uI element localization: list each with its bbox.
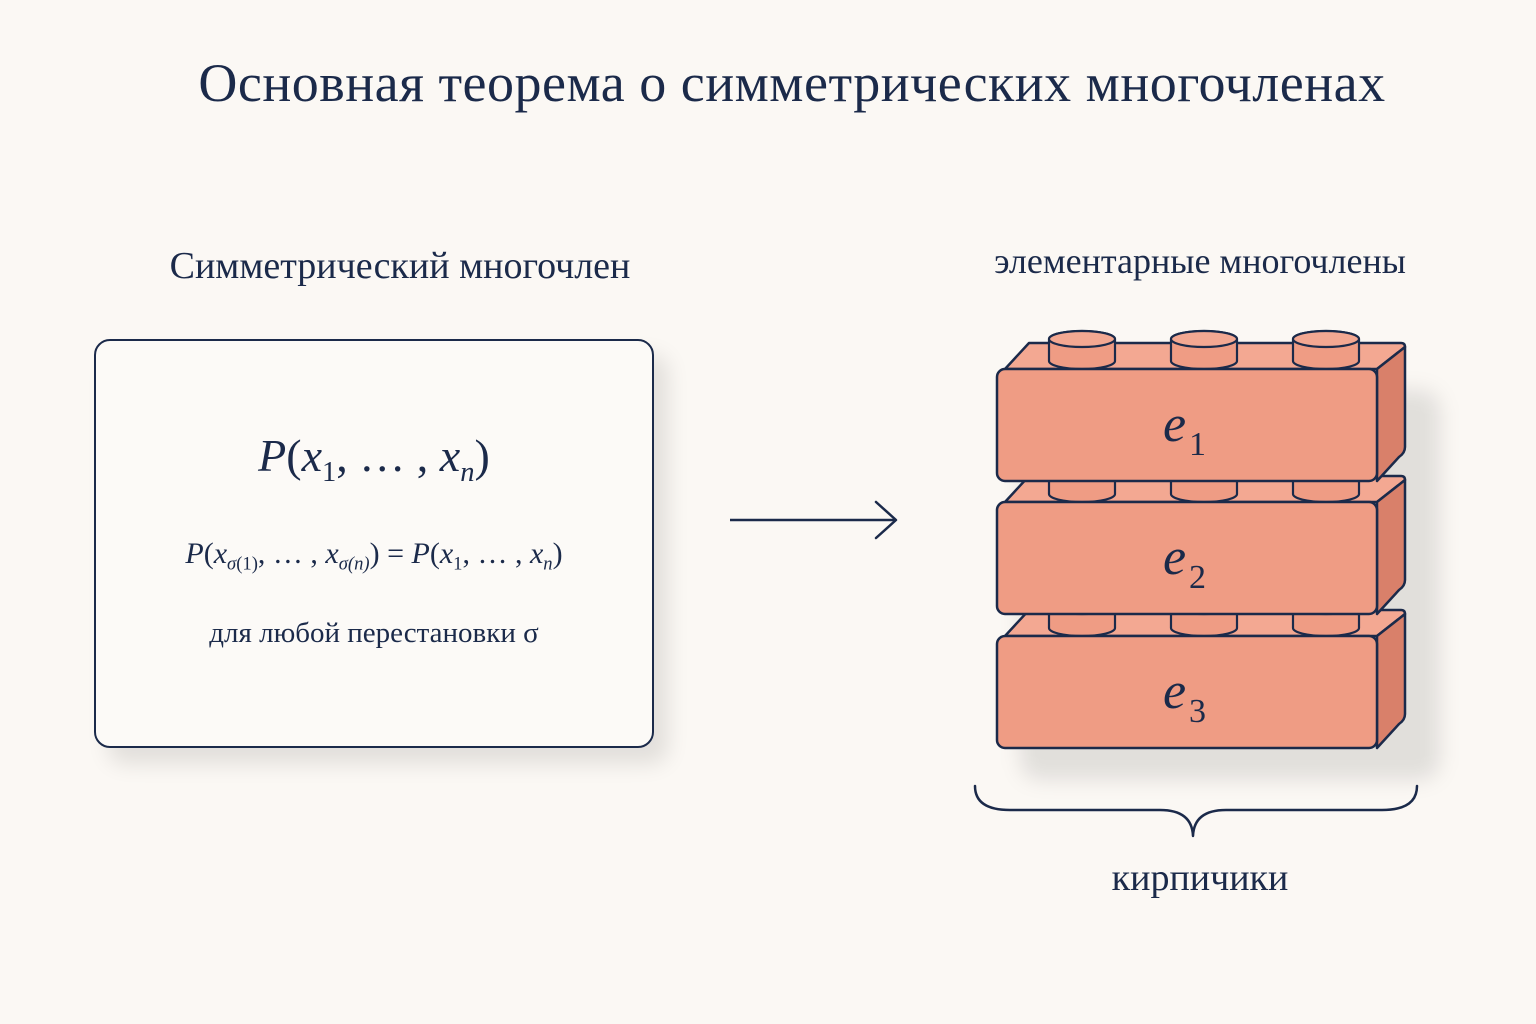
symmetric-polynomial-card: P(x1, … , xn) P(xσ(1), … , xσ(n)) = P(x1… [94,339,654,748]
formula-letter-p: P [258,430,287,481]
permutation-caption: для любой перестановки σ [209,617,539,649]
sym-var-xn: x [529,537,544,570]
sym-arg-n: (n) [347,553,370,575]
sym-sub-1: 1 [453,553,463,575]
sym-equals: = [379,537,412,570]
sym-var-x-sigma1: x [213,537,228,570]
sym-sub-n: n [543,553,553,575]
symmetric-polynomial-heading: Симметрический многочлен [169,245,631,287]
brick-subscript-3: 3 [1189,693,1206,730]
sym-sigma-1: σ [227,553,237,575]
brick-subscript-2: 2 [1189,559,1206,596]
brick-label-e3: e [1163,663,1186,720]
formula-var-x1: x [301,430,323,481]
elementary-polynomials-heading: элементарные многочлены [994,241,1406,281]
sym-letter-p-left: P [185,537,204,570]
arrow-right-icon [730,500,898,540]
brick-side-face [1375,612,1407,750]
brick-side-face [1375,478,1407,616]
sym-arg-1: (1) [236,553,258,575]
sym-var-x1: x [439,537,454,570]
page-title: Основная теорема о симметрических многоч… [198,53,1386,113]
formula-var-xn: x [439,430,461,481]
brick-stud [1169,329,1239,371]
sym-dots-left: , … , [257,537,326,570]
sym-dots-right: , … , [462,537,530,570]
brick-side-face [1375,345,1407,483]
formula-sub-1: 1 [322,456,337,488]
brick-stud [1291,329,1361,371]
formula-dots: , … , [336,430,440,481]
sym-sigma-n: σ [338,553,348,575]
brick-front-face [995,367,1379,483]
curly-brace-icon [973,784,1419,838]
polynomial-formula: P(x1, … , xn) [258,430,490,488]
sym-letter-p-right: P [411,537,430,570]
brick-stud [1047,329,1117,371]
brick-subscript-1: 1 [1189,426,1206,463]
brick-label-e2: e [1163,529,1186,586]
sym-var-x-sigman: x [325,537,339,570]
bricks-label: кирпичики [1111,857,1289,899]
symmetry-formula: P(xσ(1), … , xσ(n)) = P(x1, … , xn) [185,537,563,575]
formula-sub-n: n [460,456,475,488]
brick-label-e1: e [1163,396,1186,453]
brick-front-face [995,500,1379,616]
brick-front-face [995,634,1379,750]
